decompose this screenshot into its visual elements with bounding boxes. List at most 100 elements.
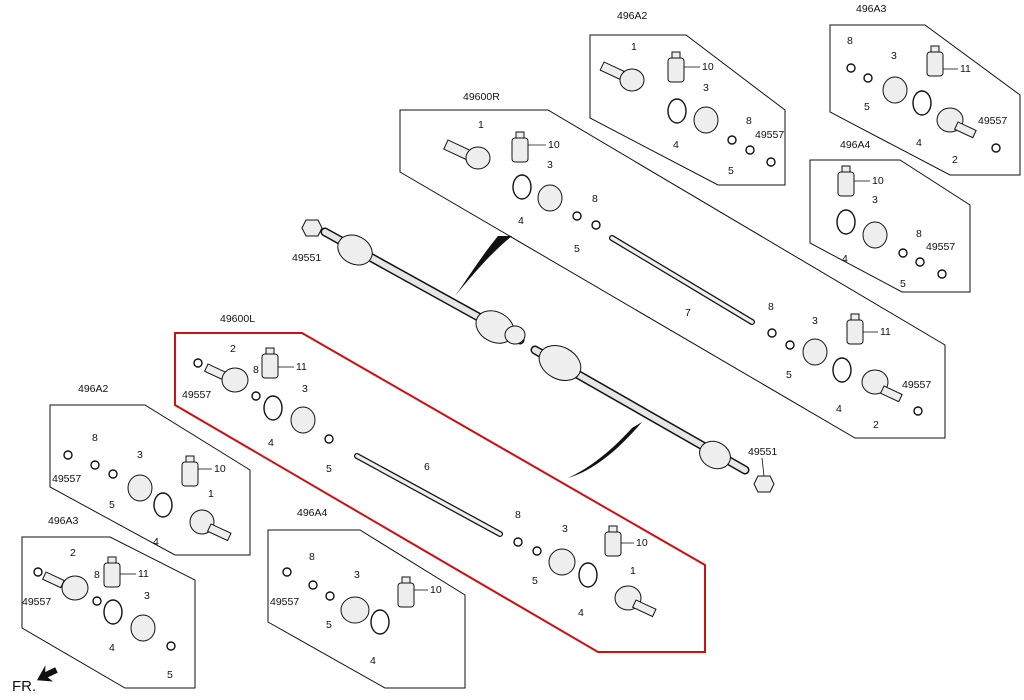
assembly-label-49600l: 49600L — [220, 313, 255, 325]
la4-boot-10 — [397, 576, 415, 608]
r-boot-3b — [802, 338, 828, 366]
la3-num-3: 3 — [144, 590, 150, 602]
tra4-num-8: 8 — [916, 228, 922, 240]
tra4-boot-10 — [837, 165, 855, 197]
r-inner-joint-2 — [861, 369, 903, 403]
l-num-4: 4 — [268, 437, 274, 449]
tra2-num-49557: 49557 — [755, 129, 784, 141]
la3-num-2: 2 — [70, 547, 76, 559]
tra3-num-3: 3 — [891, 50, 897, 62]
tra3-ring-49557 — [991, 143, 1001, 153]
la3-num-8: 8 — [94, 569, 100, 581]
l-outer-joint-1 — [614, 585, 657, 618]
l-ring-4b — [578, 562, 598, 588]
l-ring-49557 — [193, 358, 203, 368]
l-boot-10 — [604, 525, 622, 557]
nut-lower-label: 49551 — [748, 446, 777, 458]
l-num-6: 6 — [424, 461, 430, 473]
r-num-4b: 4 — [836, 403, 842, 415]
la3-num-11: 11 — [138, 568, 149, 580]
la4-boot-3 — [340, 596, 370, 624]
la4-num-5: 5 — [326, 619, 332, 631]
l-num-4b: 4 — [578, 607, 584, 619]
r-num-4: 4 — [518, 215, 524, 227]
tra3-boot-11 — [926, 45, 944, 77]
leader-arrow-upper — [455, 236, 512, 296]
r-num-3: 3 — [547, 159, 553, 171]
tra2-num-5: 5 — [728, 165, 734, 177]
tra4-num-10: 10 — [872, 175, 884, 187]
l-num-10: 10 — [636, 537, 648, 549]
r-clamp-5 — [572, 211, 582, 221]
r-boot-10 — [511, 131, 529, 163]
tra3-boot-3 — [882, 76, 908, 104]
l-num-2: 2 — [230, 343, 236, 355]
r-clamp-8b — [767, 328, 777, 338]
r-num-11: 11 — [880, 326, 891, 338]
tra2-outer-joint — [599, 61, 645, 92]
l-clamp-5 — [324, 434, 334, 444]
l-num-1: 1 — [630, 565, 636, 577]
r-clamp-8 — [591, 220, 601, 230]
tra2-boot-10 — [667, 51, 685, 83]
la2-clamp-5 — [108, 469, 118, 479]
l-num-11: 11 — [296, 361, 307, 373]
tra3-inner-joint-2 — [936, 107, 977, 139]
la4-num-8: 8 — [309, 551, 315, 563]
la2-num-8: 8 — [92, 432, 98, 444]
la3-num-49557: 49557 — [22, 596, 51, 608]
l-boot-3b — [548, 548, 576, 576]
nut-upper — [301, 219, 323, 237]
la4-clamp-5 — [325, 591, 335, 601]
la3-num-5: 5 — [167, 669, 173, 681]
tra2-clamp-5 — [727, 135, 737, 145]
tra4-ring-49557 — [937, 269, 947, 279]
la3-clamp-8 — [92, 596, 102, 606]
tra2-num-1: 1 — [631, 41, 637, 53]
tra2-num-10: 10 — [702, 61, 714, 73]
tra4-boot-3 — [862, 221, 888, 249]
r-ring-4b — [832, 357, 852, 383]
la2-num-3: 3 — [137, 449, 143, 461]
r-num-49557: 49557 — [902, 379, 931, 391]
tra2-clamp-8 — [745, 145, 755, 155]
l-num-8: 8 — [253, 364, 259, 376]
tra3-clamp-5 — [863, 73, 873, 83]
tra3-num-2: 2 — [952, 154, 958, 166]
la2-num-10: 10 — [214, 463, 226, 475]
kit-box-l-a2 — [49, 404, 251, 556]
r-boot-3 — [537, 184, 563, 212]
r-num-10: 10 — [548, 139, 560, 151]
la4-clamp-8 — [308, 580, 318, 590]
tra3-num-4: 4 — [916, 137, 922, 149]
la3-inner-joint-2 — [41, 571, 89, 601]
l-num-8b: 8 — [515, 509, 521, 521]
tra3-num-11: 11 — [960, 63, 971, 75]
tra4-ring-4 — [836, 209, 856, 235]
assembly-label-49600r: 49600R — [463, 91, 500, 103]
l-shaft-6 — [354, 453, 503, 537]
r-num-2: 2 — [873, 419, 879, 431]
leader-arrow-lower — [568, 422, 642, 478]
tra3-ring-4 — [912, 90, 932, 116]
l-num-5: 5 — [326, 463, 332, 475]
kit-box-l-a4 — [267, 529, 466, 689]
r-ring-49557 — [913, 406, 923, 416]
la3-boot-11 — [103, 556, 121, 588]
l-ring-4 — [263, 395, 283, 421]
r-num-1: 1 — [478, 119, 484, 131]
r-shaft-7 — [609, 235, 755, 325]
la4-num-3: 3 — [354, 569, 360, 581]
la3-boot-3 — [130, 614, 156, 642]
la2-num-49557: 49557 — [52, 473, 81, 485]
tra4-num-3: 3 — [872, 194, 878, 206]
l-clamp-8b — [513, 537, 523, 547]
r-num-3b: 3 — [812, 315, 818, 327]
kit-label-tr-a4: 496A4 — [840, 139, 871, 151]
kit-label-l-a2: 496A2 — [78, 383, 109, 395]
la2-clamp-8 — [90, 460, 100, 470]
tra3-num-8: 8 — [847, 35, 853, 47]
la4-num-10: 10 — [430, 584, 442, 596]
tra3-clamp-8 — [846, 63, 856, 73]
